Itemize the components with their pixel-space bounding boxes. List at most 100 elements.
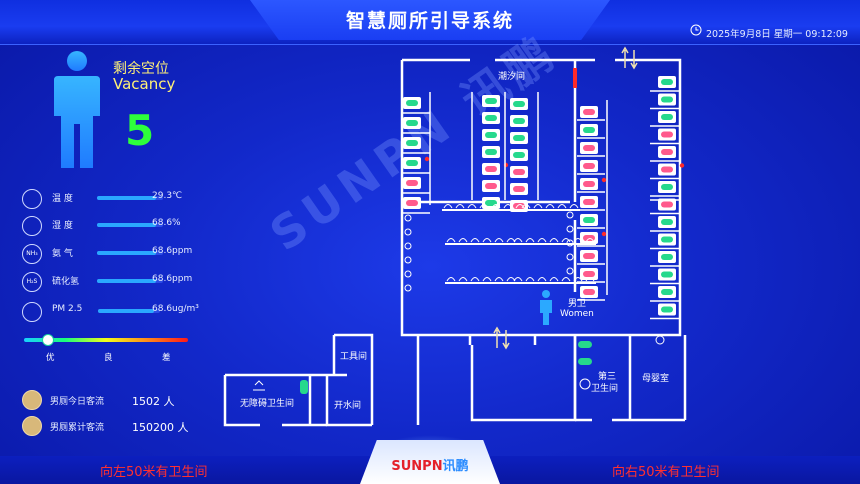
stall-occupied-indicator <box>661 201 673 208</box>
stall-occupied-indicator <box>485 166 497 172</box>
sink-icon <box>521 204 531 209</box>
stall-vacant-indicator <box>513 101 525 107</box>
two-way-arrow-icon <box>493 326 510 350</box>
env-bar-fill <box>98 309 154 313</box>
sink-icon <box>482 277 492 282</box>
sink-icon <box>443 204 453 209</box>
air-quality-label-moderate: 良 <box>104 353 113 363</box>
room-label-water: 开水间 <box>334 401 362 411</box>
sink-rows <box>404 204 596 292</box>
env-bar <box>97 223 163 227</box>
stall-vacant-indicator <box>661 96 673 103</box>
sink-icon <box>585 238 595 243</box>
brand-logo: SUNPN讯鹏 <box>380 455 480 474</box>
env-bar <box>98 309 160 313</box>
stall-vacant-indicator <box>406 120 418 126</box>
sink-icon <box>533 204 543 209</box>
sink-icon <box>513 238 523 243</box>
floor-plan-map <box>223 46 687 427</box>
sink-icon <box>549 277 559 282</box>
two-way-arrow-icon <box>621 46 638 70</box>
env-label: 湿 度 <box>52 221 73 231</box>
stall-vacant-indicator <box>485 115 497 121</box>
traffic-total-row: 男厕累计客流 150200 人 <box>22 416 222 436</box>
brand-name-cn: 讯鹏 <box>442 459 469 474</box>
stall-occupied-indicator <box>661 166 673 173</box>
stall-occupied-indicator <box>485 183 497 189</box>
sink-icon <box>455 204 465 209</box>
nh3-icon: NH₃ <box>22 244 42 264</box>
sink-icon <box>491 204 501 209</box>
third-restroom-icon <box>579 378 591 390</box>
sink-icon <box>525 238 535 243</box>
sink-icon <box>404 242 412 250</box>
env-bar <box>97 196 163 200</box>
stall-occupied-indicator <box>583 109 595 115</box>
env-value: 68.6ppm <box>152 274 193 284</box>
sink-icon <box>537 277 547 282</box>
sink-icon <box>513 277 523 282</box>
stall-occupied-indicator <box>583 199 595 205</box>
stall-vacant-indicator <box>583 127 595 133</box>
door-marker-red <box>573 68 577 88</box>
thermometer-icon <box>22 189 42 209</box>
env-bar-fill <box>97 251 157 255</box>
stall-vacant-indicator <box>406 140 418 146</box>
sink-icon <box>515 204 525 209</box>
sink-icon <box>566 267 574 275</box>
sink-icon <box>446 277 456 282</box>
mother-room-icon <box>655 335 665 345</box>
env-bar <box>97 279 163 283</box>
stall-occupied-indicator <box>513 169 525 175</box>
stall-vacant-indicator <box>661 219 673 225</box>
sink-icon <box>446 238 456 243</box>
traffic-total-value: 150200 人 <box>132 421 189 434</box>
sink-icon <box>566 239 574 247</box>
sink-icon <box>458 238 468 243</box>
sink-icon <box>404 228 412 236</box>
sink-icon <box>404 256 412 264</box>
person-icon <box>54 51 100 168</box>
pm25-icon <box>22 302 42 322</box>
sink-icon <box>545 204 555 209</box>
sink-icon <box>404 284 412 292</box>
sink-icon <box>585 277 595 282</box>
env-bar-fill <box>97 223 157 227</box>
stall-occupied-indicator <box>513 186 525 192</box>
sink-icon <box>470 238 480 243</box>
brand-name-en: SUNPN <box>391 459 443 474</box>
stall-vacant-indicator <box>513 135 525 141</box>
env-label: 温 度 <box>52 194 73 204</box>
room-label-tide: 潮汐间 <box>498 72 526 82</box>
traffic-today-row: 男厕今日客流 1502 人 <box>22 390 222 410</box>
room-label-women: Women <box>560 309 594 319</box>
alarm-icon <box>601 177 607 183</box>
sink-icon <box>479 204 489 209</box>
sink-icon <box>467 204 477 209</box>
stall-vacant-indicator <box>513 118 525 124</box>
sink-icon <box>569 204 579 209</box>
vacancy-label-en: Vacancy <box>113 75 176 93</box>
stall-occupied-indicator <box>583 163 595 169</box>
sink-icon <box>537 238 547 243</box>
stall-vacant-indicator <box>661 79 673 85</box>
sink-icon <box>561 277 571 282</box>
h2s-icon: H₂S <box>22 272 42 292</box>
stall-vacant-indicator <box>661 271 673 278</box>
sink-icon <box>482 238 492 243</box>
room-label-mens: 男卫 <box>568 299 587 309</box>
stall-occupied-indicator <box>406 180 418 186</box>
env-bar-fill <box>97 196 157 200</box>
traffic-today-label: 男厕今日客流 <box>50 397 105 407</box>
toilet-icon <box>578 358 592 365</box>
room-label-tools: 工具间 <box>340 352 368 362</box>
clock-icon <box>690 24 702 36</box>
stall-vacant-indicator <box>661 254 673 260</box>
stall-occupied-indicator <box>583 289 595 295</box>
stall-vacant-indicator <box>661 236 673 243</box>
